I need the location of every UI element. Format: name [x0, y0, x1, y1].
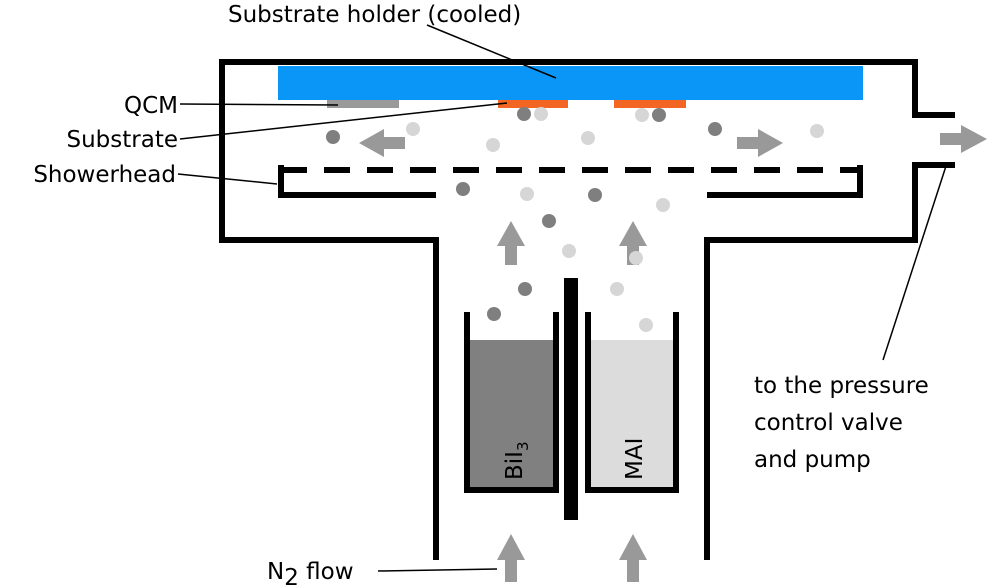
- bii3-crucible-wall: [464, 312, 559, 493]
- leader-substrate-holder: [426, 24, 557, 79]
- leader-n2-flow: [377, 568, 498, 572]
- particle-light: [639, 318, 653, 332]
- particle-dark: [487, 307, 501, 321]
- particle-light: [486, 138, 500, 152]
- particle-light: [406, 122, 420, 136]
- label-qcm: QCM: [124, 93, 178, 119]
- leader-qcm: [179, 103, 339, 106]
- particle-light: [562, 244, 576, 258]
- label-n2-flow: N2 flow: [267, 559, 354, 585]
- qcm-sensor: [327, 100, 399, 108]
- particle-dark: [518, 282, 532, 296]
- showerhead-right-section: [707, 165, 863, 198]
- particle-light: [534, 107, 548, 121]
- arrow-right-outlet: [940, 125, 987, 153]
- mai-crucible-wall: [585, 312, 679, 493]
- flow-arrows: [359, 125, 987, 582]
- bii3-label: BiI3: [502, 442, 532, 481]
- arrow-up-mid-left: [497, 221, 525, 265]
- particle-light: [656, 198, 670, 212]
- particle-dark: [326, 130, 340, 144]
- leader-showerhead: [177, 173, 278, 185]
- leader-lines: [177, 24, 948, 572]
- leader-pump: [882, 162, 948, 361]
- arrow-up-bottom-left: [497, 534, 525, 582]
- label-substrate: Substrate: [67, 127, 179, 153]
- bii3-crucible-fill: [470, 340, 553, 487]
- vapor-particles: [326, 107, 824, 332]
- substrate-right: [614, 100, 686, 108]
- chamber-outer-wall: [219, 59, 955, 560]
- label-pump-line3: and pump: [754, 447, 871, 473]
- particle-light: [520, 187, 534, 201]
- particle-light: [629, 251, 643, 265]
- label-pump-line2: control valve: [754, 410, 903, 436]
- substrate-holder: [278, 66, 863, 100]
- arrow-up-bottom-right: [619, 534, 647, 582]
- particle-dark: [517, 107, 531, 121]
- showerhead-left-section: [278, 165, 436, 198]
- label-pump-line1: to the pressure: [754, 373, 929, 399]
- particle-light: [610, 282, 624, 296]
- label-substrate-holder: Substrate holder (cooled): [228, 2, 521, 28]
- arrow-right-chamber: [737, 129, 783, 157]
- particle-light: [810, 124, 824, 138]
- particle-dark: [708, 122, 722, 136]
- mai-label: MAI: [622, 438, 648, 480]
- crucible-divider: [564, 278, 578, 520]
- particle-dark: [456, 182, 470, 196]
- arrow-up-mid-right: [619, 221, 647, 265]
- particle-dark: [652, 108, 666, 122]
- chamber-outer-wall-right: [704, 162, 955, 560]
- particle-dark: [588, 188, 602, 202]
- substrate-left: [498, 100, 568, 108]
- mai-crucible-fill: [591, 340, 673, 487]
- particle-dark: [542, 214, 556, 228]
- arrow-left: [359, 129, 405, 157]
- leader-substrate: [179, 102, 508, 140]
- particle-light: [581, 131, 595, 145]
- label-showerhead: Showerhead: [33, 162, 176, 188]
- particle-light: [635, 108, 649, 122]
